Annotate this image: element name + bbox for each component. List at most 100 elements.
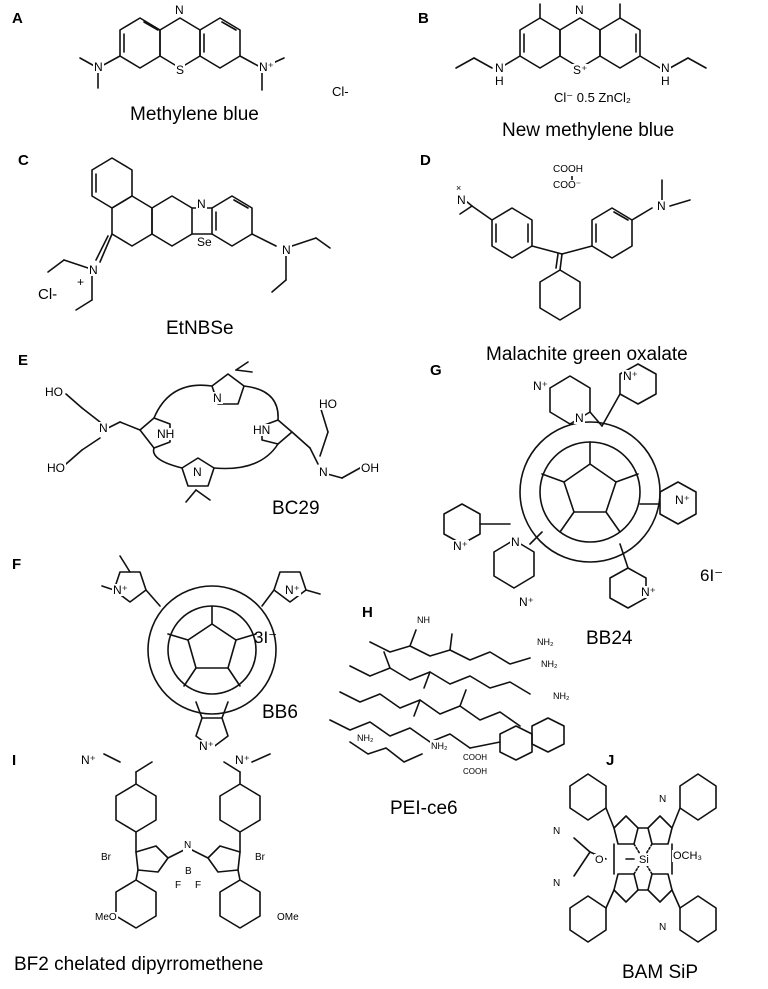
compound-name-a: Methylene blue bbox=[130, 104, 259, 125]
panel-letter-b: B bbox=[418, 10, 429, 27]
atom-n-b-bridge: N bbox=[574, 3, 585, 17]
atom-n-e-left: N bbox=[98, 421, 109, 435]
atom-n-d-iminium: N bbox=[456, 193, 467, 207]
panel-letter-f: F bbox=[12, 556, 22, 573]
atom-s-a: S bbox=[175, 63, 186, 77]
atom-n-j-1: N bbox=[658, 794, 668, 806]
atom-n-c: N bbox=[196, 197, 207, 211]
compound-name-j: BAM SiP bbox=[622, 962, 699, 983]
atom-se-c: Se bbox=[196, 235, 213, 249]
compound-name-c: EtNBSe bbox=[166, 318, 234, 339]
atom-nh2-h-5: NH₂ bbox=[430, 740, 449, 752]
atom-n-c-iminium: N bbox=[88, 263, 99, 277]
atom-ome-i: OMe bbox=[276, 912, 300, 924]
atom-oh-e-right: OH bbox=[360, 461, 380, 475]
atom-f-i-2: F bbox=[194, 880, 203, 892]
atom-och3-j: OCH₃ bbox=[672, 850, 703, 862]
compound-name-e: BC29 bbox=[272, 498, 320, 519]
panel-letter-c: C bbox=[18, 152, 29, 169]
counterion-c: Cl- bbox=[38, 286, 58, 303]
atom-nh-b-right: N bbox=[660, 61, 671, 75]
atom-nplus-g-1: N⁺ bbox=[532, 379, 549, 393]
atom-n-j-left-top: N bbox=[552, 826, 562, 838]
atom-cooh-h-1: COOH bbox=[462, 752, 488, 764]
atom-n-c-right: N bbox=[281, 243, 292, 257]
atom-nh-b-left: N bbox=[494, 61, 505, 75]
panel-letter-d: D bbox=[420, 152, 431, 169]
atom-meo-i: MeO bbox=[94, 912, 118, 924]
atom-ho-e-right: HO bbox=[318, 397, 338, 411]
etnbse-structure bbox=[47, 157, 331, 311]
pei-ce6-structure bbox=[329, 629, 565, 763]
atom-n-e-pyrrole: N bbox=[212, 391, 223, 405]
counterion-g: 6I⁻ bbox=[700, 566, 724, 585]
atom-b-i: B bbox=[184, 866, 193, 878]
malachite-green-structure bbox=[459, 173, 691, 321]
atom-n-g-2: N bbox=[510, 535, 521, 549]
atom-nplus-a: N⁺ bbox=[258, 60, 275, 74]
atom-nplus-g-2: N⁺ bbox=[622, 369, 639, 383]
compound-name-i: BF2 chelated dipyrromethene bbox=[14, 954, 264, 975]
atom-nh2-h-1: NH₂ bbox=[536, 636, 555, 648]
atom-n-i-bridge: N bbox=[183, 840, 193, 852]
atom-ho-e-bottom: HO bbox=[46, 461, 66, 475]
atom-n-g-1: N bbox=[574, 411, 585, 425]
atom-cooh-h-2: COOH bbox=[462, 766, 488, 778]
atom-h-b-left: H bbox=[494, 74, 505, 88]
counterion-a: Cl- bbox=[332, 84, 349, 99]
atom-nplus-g-4: N⁺ bbox=[452, 539, 469, 553]
atom-nplus-g-3: N⁺ bbox=[674, 493, 691, 507]
atom-coo-d: COO⁻ bbox=[552, 180, 583, 192]
atom-plus-c: + bbox=[76, 275, 86, 289]
bf2-dipyrromethene-structure bbox=[103, 753, 271, 929]
methylene-blue-structure bbox=[79, 17, 285, 91]
panel-letter-j: J bbox=[606, 752, 615, 769]
atom-nplus-g-5: N⁺ bbox=[518, 595, 535, 609]
atom-nh-h-1: NH bbox=[416, 614, 431, 626]
atom-nh2-h-2: NH₂ bbox=[540, 658, 559, 670]
panel-letter-h: H bbox=[362, 604, 373, 621]
bb6-structure bbox=[101, 555, 321, 749]
new-methylene-blue-structure bbox=[455, 3, 707, 69]
bb24-structure bbox=[443, 363, 697, 609]
bc29-structure bbox=[65, 361, 361, 503]
atom-n-a-bridge: N bbox=[174, 3, 185, 17]
atom-nplus-i-right: N⁺ bbox=[234, 753, 251, 767]
atom-splus-b: S⁺ bbox=[572, 63, 589, 77]
counterion-b: Cl⁻ 0.5 ZnCl₂ bbox=[554, 90, 631, 105]
atom-cooh-d: COOH bbox=[552, 164, 584, 176]
atom-n-j-left-bottom: N bbox=[552, 878, 562, 890]
panel-letter-g: G bbox=[430, 362, 442, 379]
panel-letter-a: A bbox=[12, 10, 23, 27]
atom-nh2-h-3: NH₂ bbox=[552, 690, 571, 702]
compound-name-b: New methylene blue bbox=[502, 120, 675, 141]
atom-dot-d: × bbox=[455, 182, 463, 194]
atom-n-d-right: N bbox=[656, 199, 667, 213]
atom-si-j: Si bbox=[638, 854, 650, 866]
counterion-f: 3I⁻ bbox=[254, 628, 278, 647]
atom-nplus-i-left: N⁺ bbox=[80, 753, 97, 767]
compound-name-h: PEI-ce6 bbox=[390, 798, 458, 819]
atom-n-e-right: N bbox=[318, 465, 329, 479]
atom-nplus-g-6: N⁺ bbox=[640, 585, 657, 599]
atom-nh-e: NH bbox=[156, 427, 176, 441]
panel-letter-e: E bbox=[18, 352, 29, 369]
atom-nplus-f-3: N⁺ bbox=[198, 739, 215, 753]
atom-n-e-pyrrole-bottom: N bbox=[192, 465, 203, 479]
atom-nplus-f-1: N⁺ bbox=[112, 583, 129, 597]
atom-nh2-h-4: NH₂ bbox=[356, 732, 375, 744]
atom-n-j-2: N bbox=[658, 922, 668, 934]
atom-o-j: O bbox=[594, 854, 605, 866]
compound-name-g: BB24 bbox=[586, 628, 633, 649]
bam-sip-structure bbox=[569, 773, 717, 943]
atom-hn-e: HN bbox=[252, 423, 272, 437]
panel-letter-i: I bbox=[12, 752, 17, 769]
compound-name-f: BB6 bbox=[262, 702, 298, 723]
atom-n-a-left: N bbox=[93, 60, 104, 74]
atom-br-i-left: Br bbox=[100, 852, 112, 864]
atom-h-b-right: H bbox=[660, 74, 671, 88]
atom-br-i-right: Br bbox=[254, 852, 266, 864]
atom-nplus-f-2: N⁺ bbox=[284, 583, 301, 597]
compound-name-d: Malachite green oxalate bbox=[486, 344, 688, 365]
atom-f-i-1: F bbox=[174, 880, 183, 892]
